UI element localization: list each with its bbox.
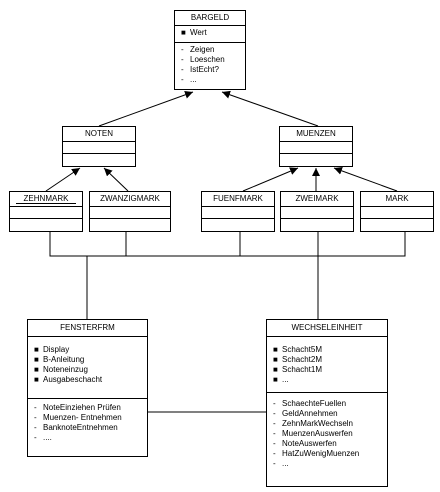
attributes-section <box>280 142 352 154</box>
method: -ZehnMarkWechseln <box>273 419 353 428</box>
zehnmark-to-noten-arrow <box>45 167 81 192</box>
class-name: BARGELD <box>175 11 245 26</box>
method: -IstEcht? <box>181 65 219 74</box>
attribute: ■Schacht1M <box>273 365 323 374</box>
methods-section <box>361 219 433 223</box>
methods-section: -Zeigen -Loeschen -IstEcht? -... <box>175 43 245 87</box>
zwanzigmark-to-noten-arrow <box>103 167 129 192</box>
class-name: MARK <box>361 192 433 207</box>
methods-section: -NoteEinziehen Prüfen -Muenzen- Entnehme… <box>28 399 147 445</box>
class-mark[interactable]: MARK <box>360 191 434 232</box>
method: -Loeschen <box>181 55 225 64</box>
attribute: ■B-Anleitung <box>34 355 85 364</box>
method: -GeldAnnehmen <box>273 409 338 418</box>
class-fuenfmark[interactable]: FUENFMARK <box>201 191 275 232</box>
attributes-section <box>90 207 170 219</box>
method: -NoteEinziehen Prüfen <box>34 403 121 412</box>
class-name: ZEHNMARK <box>10 192 82 207</box>
class-name: ZWANZIGMARK <box>90 192 170 207</box>
class-name: FENSTERFRM <box>28 320 147 337</box>
method: -... <box>181 75 197 84</box>
methods-section <box>90 219 170 223</box>
method: -HatZuWenigMuenzen <box>273 449 360 458</box>
noten-to-bargeld-arrow <box>98 90 194 127</box>
attributes-section: ■Schacht5M ■Schacht2M ■Schacht1M ■... <box>267 337 387 393</box>
attribute: ■Noteneinzug <box>34 365 88 374</box>
methods-section <box>202 219 274 223</box>
methods-section <box>63 154 135 158</box>
method: -NoteAuswerfen <box>273 439 337 448</box>
attribute: ■Display <box>34 345 70 354</box>
class-zweimark[interactable]: ZWEIMARK <box>280 191 354 232</box>
attribute: ■Schacht5M <box>273 345 323 354</box>
attributes-section: ■Wert <box>175 26 245 43</box>
class-wechseleinheit[interactable]: WECHSELEINHEIT ■Schacht5M ■Schacht2M ■Sc… <box>266 319 388 487</box>
class-name: FUENFMARK <box>202 192 274 207</box>
methods-section <box>281 219 353 223</box>
attribute: ■Schacht2M <box>273 355 323 364</box>
class-name: MUENZEN <box>280 127 352 142</box>
attributes-section: ■Display ■B-Anleitung ■Noteneinzug ■Ausg… <box>28 337 147 399</box>
methods-section <box>280 154 352 158</box>
attributes-section <box>202 207 274 219</box>
method: -.... <box>34 433 52 442</box>
class-name: NOTEN <box>63 127 135 142</box>
coin-note-bus <box>49 232 406 257</box>
attribute: ■Ausgabeschacht <box>34 375 103 384</box>
class-noten[interactable]: NOTEN <box>62 126 136 167</box>
class-fensterfrm[interactable]: FENSTERFRM ■Display ■B-Anleitung ■Notene… <box>27 319 148 457</box>
methods-section <box>10 219 82 223</box>
method: -SchaechteFuellen <box>273 399 347 408</box>
mark-to-muenzen-arrow <box>333 166 398 192</box>
class-name: ZWEIMARK <box>281 192 353 207</box>
method: -Zeigen <box>181 45 215 54</box>
class-zehnmark[interactable]: ZEHNMARK <box>9 191 83 232</box>
muenzen-to-bargeld-arrow <box>221 90 319 127</box>
class-zwanzigmark[interactable]: ZWANZIGMARK <box>89 191 171 232</box>
attributes-section <box>10 207 82 219</box>
attributes-section <box>361 207 433 219</box>
attributes-section <box>63 142 135 154</box>
class-bargeld[interactable]: BARGELD ■Wert -Zeigen -Loeschen -IstEcht… <box>174 10 246 90</box>
method: -Muenzen- Entnehmen <box>34 413 122 422</box>
method: -BanknoteEntnehmen <box>34 423 118 432</box>
attribute: ■... <box>273 375 289 384</box>
method: -MuenzenAuswerfen <box>273 429 353 438</box>
method: -... <box>273 459 289 468</box>
attribute: ■Wert <box>181 28 207 37</box>
fuenfmark-to-muenzen-arrow <box>242 167 299 192</box>
class-name: WECHSELEINHEIT <box>267 320 387 337</box>
methods-section: -SchaechteFuellen -GeldAnnehmen -ZehnMar… <box>267 393 387 471</box>
attributes-section <box>281 207 353 219</box>
class-muenzen[interactable]: MUENZEN <box>279 126 353 167</box>
